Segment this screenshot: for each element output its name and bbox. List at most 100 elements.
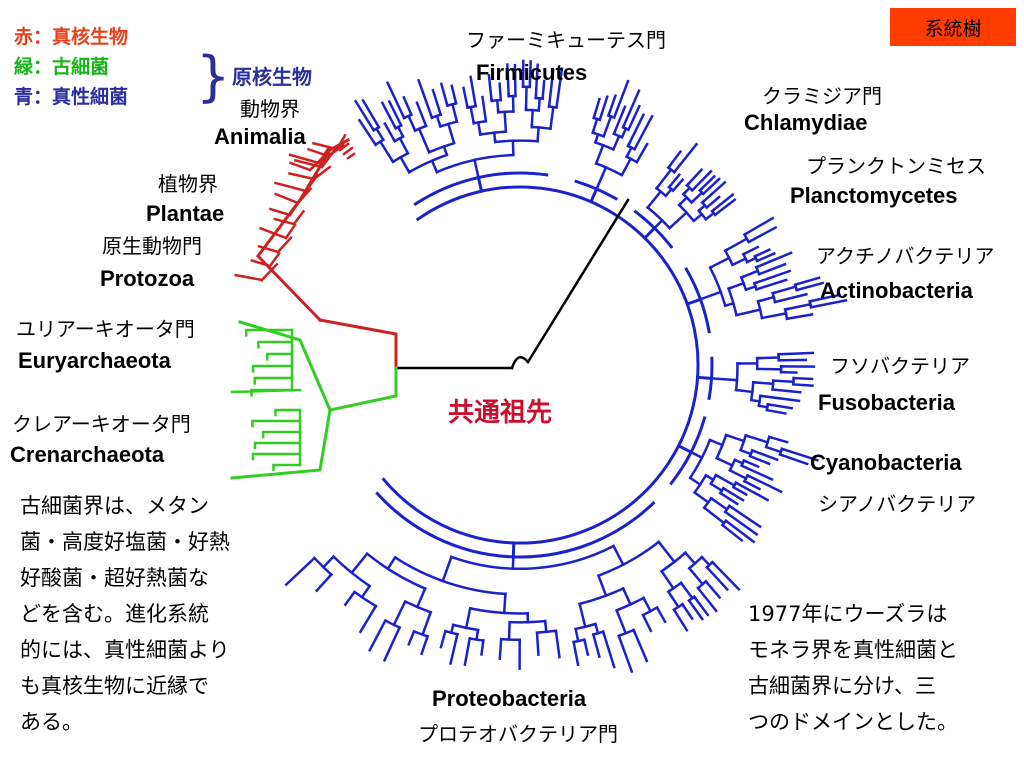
note-right-line: モネラ界を真性細菌と [748, 638, 958, 662]
bacteria-branch-chlamydiae [621, 89, 641, 129]
bacteria-branch-proteobacteria [439, 629, 447, 649]
eukaryote-branch [274, 181, 308, 193]
title-badge: 系統樹 [890, 8, 1016, 46]
bacteria-branch-chlamydiae [589, 186, 599, 204]
bacteria-branch-proteobacteria [692, 594, 710, 617]
eukaryote-branch [293, 158, 324, 169]
archaea-note: 古細菌界は、メタン 菌・高度好塩菌・好熱 好酸菌・超好熱菌な どを含む。進化系統… [20, 488, 290, 740]
bacteria-branch-firmicutes [396, 125, 405, 139]
bacteria-branch-proteobacteria [441, 555, 454, 583]
archaea-branch [251, 364, 294, 373]
bacteria-branch-firmicutes [427, 141, 456, 154]
bacteria-branch-proteobacteria [641, 596, 653, 613]
bacteria-branch-actinobacteria [754, 251, 793, 269]
bacteria-branch-firmicutes [446, 122, 456, 145]
bacteria-branch-cyanobacteria [734, 481, 770, 502]
woese-note: 1977年にウーズラは モネラ界を真性細菌と 古細菌界に分け、三 つのドメインと… [748, 596, 1018, 740]
bacteria-branch-proteobacteria [591, 632, 601, 659]
bacteria-branch-fusobacteria [751, 380, 775, 386]
bacteria-branch-proteobacteria [666, 589, 681, 609]
legend-red-key: 赤： [14, 26, 53, 48]
bacteria-branch-chlamydiae [594, 165, 608, 191]
bacteria-backbone-arc [381, 185, 700, 545]
bacteria-branch-firmicutes [555, 67, 564, 109]
actinobacteria-en: Actinobacteria [820, 278, 973, 303]
bacteria-branch-chlamydiae [594, 161, 624, 177]
note-left-line: どを含む。進化系統 [20, 602, 209, 626]
bacteria-branch-proteobacteria [480, 639, 485, 656]
bacteria-branch-proteobacteria [710, 560, 741, 592]
bacteria-branch-proteobacteria [475, 628, 480, 642]
bacteria-branch-firmicutes [435, 114, 442, 129]
bacteria-branch-cyanobacteria [778, 452, 809, 466]
eukaryote-branch [326, 143, 346, 158]
legend-green-key: 緑： [14, 56, 53, 78]
bacteria-branch-fusobacteria [710, 377, 739, 382]
bacteria-branch-proteobacteria [412, 629, 430, 638]
bacteria-branch-cyanobacteria [709, 482, 724, 493]
bacteria-branch-proteobacteria [349, 551, 369, 575]
bacteria-branch-planctomycetes [698, 174, 717, 193]
bacteria-branch-planctomycetes [671, 177, 685, 193]
bacteria-branch-actinobacteria [754, 278, 788, 291]
bacteria-branch-firmicutes [462, 86, 470, 110]
chlamydiae-jp: クラミジア門 [762, 84, 882, 108]
bacteria-branch-proteobacteria [382, 625, 402, 662]
bacteria-branch-chlamydiae [626, 104, 641, 132]
bacteria-branch-planctomycetes [685, 168, 704, 188]
eukaryote-branch [258, 226, 288, 240]
bacteria-branch-firmicutes [524, 85, 528, 112]
eukaryote-branch [335, 133, 347, 151]
bacteria-branch-actinobacteria [734, 308, 762, 317]
bacteria-branch-proteobacteria [641, 613, 653, 633]
bacteria-branch-cyanobacteria [723, 510, 759, 537]
euryarchaeota-en: Euryarchaeota [18, 348, 171, 373]
bacteria-branch-chlamydiae [602, 114, 613, 138]
bacteria-branch-cyanobacteria [724, 518, 756, 544]
bacteria-branch-cyanobacteria [688, 476, 702, 487]
crenarchaeota-jp: クレアーキオータ門 [12, 412, 191, 436]
eukaryote-branch [296, 187, 313, 205]
bacteria-branch-planctomycetes [681, 186, 692, 197]
bacteria-branch-cyanobacteria [739, 448, 753, 456]
bacteria-branch-proteobacteria [554, 629, 561, 659]
bacteria-branch-firmicutes [417, 78, 434, 120]
bacteria-branch-actinobacteria [685, 297, 703, 307]
bacteria-branch-firmicutes [378, 139, 395, 164]
bacteria-branch-fusobacteria [734, 362, 739, 392]
bacteria-branch-cyanobacteria [676, 443, 694, 455]
bacteria-branch-firmicutes [549, 105, 555, 131]
bacteria-branch-cyanobacteria [704, 473, 716, 482]
bacteria-branch-firmicutes [450, 84, 458, 105]
bacteria-branch-actinobacteria [742, 216, 775, 237]
bacteria-branch-proteobacteria [365, 551, 427, 591]
eukaryote-branch [234, 273, 264, 282]
bacteria-branch-planctomycetes [704, 211, 716, 222]
bacteria-branch-firmicutes [498, 82, 503, 102]
eukaryote-branch [287, 171, 316, 181]
bacteria-branch-cyanobacteria [702, 505, 726, 525]
bacteria-branch-chlamydiae [593, 140, 616, 151]
prokaryote-label: 原核生物 [232, 65, 312, 89]
brace-icon: } [196, 45, 231, 108]
bacteria-branch-planctomycetes [697, 203, 707, 213]
bacteria-branch-fusobacteria [771, 388, 802, 394]
bacteria-branch-chlamydiae [620, 126, 628, 139]
bacteria-branch-firmicutes [469, 105, 476, 125]
planctomycetes-jp: プランクトンミセス [806, 154, 986, 178]
bacteria-branch-firmicutes [417, 127, 431, 154]
bacteria-branch-proteobacteria [582, 638, 590, 657]
bacteria-branch-cyanobacteria [692, 490, 710, 505]
bacteria-branch-firmicutes [415, 101, 428, 128]
bacteria-branch-planctomycetes [700, 180, 727, 205]
note-right-line: つのドメインとした。 [748, 710, 958, 734]
bacteria-branch-chlamydiae [598, 95, 609, 122]
legend-red: 赤：真核生物 [14, 22, 128, 52]
firmicutes-jp: ファーミキューテス門 [466, 28, 666, 52]
bacteria-branch-actinobacteria [771, 285, 798, 295]
bacteria-branch-proteobacteria [696, 586, 718, 613]
bacteria-branch-firmicutes [357, 118, 378, 147]
bacteria-branch-proteobacteria [593, 622, 600, 635]
bacteria-branch-firmicutes [430, 159, 439, 174]
legend-blue: 青：真性細菌 [14, 82, 128, 112]
